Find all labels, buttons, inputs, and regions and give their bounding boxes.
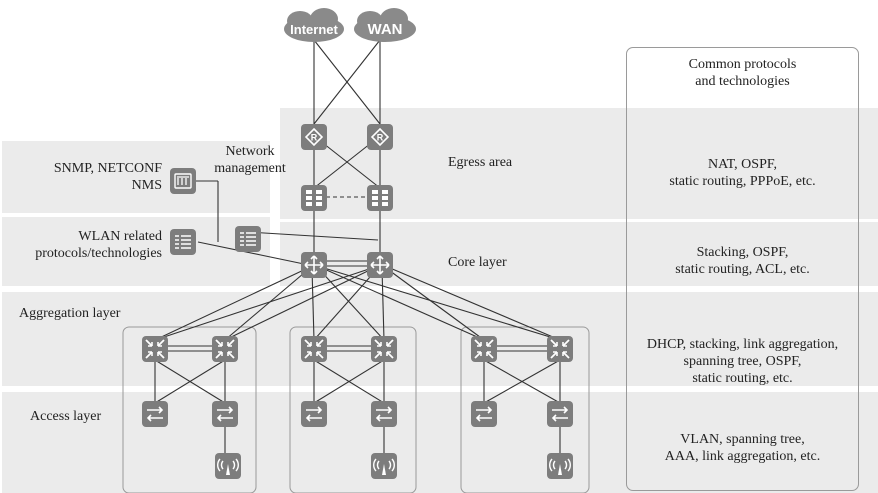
access-switch-icon [211, 400, 239, 428]
firewall-icon [367, 185, 393, 211]
network-management-line1: Network [225, 144, 275, 159]
access-switch-icon [370, 400, 398, 428]
wlan-label-line1: WLAN related [78, 229, 162, 244]
wlan-ac-icon [234, 225, 262, 253]
core-protocols-line1: Stacking, OSPF, [696, 245, 789, 260]
access-switch-icon [141, 400, 169, 428]
site-group-3 [460, 326, 590, 493]
site-group-2 [289, 326, 417, 493]
core-layer-label: Core layer [448, 255, 507, 270]
access-protocols-line1: VLAN, spanning tree, [680, 432, 805, 447]
access-switch-icon [546, 400, 574, 428]
aggregation-switch-icon [470, 335, 498, 363]
egress-protocols-line2: static routing, PPPoE, etc. [669, 174, 816, 189]
core-protocols-line2: static routing, ACL, etc. [675, 262, 810, 277]
access-switch-icon [470, 400, 498, 428]
core-switch-icon [300, 251, 328, 279]
router-icon [300, 123, 328, 151]
internet-label: Internet [290, 22, 338, 37]
aggregation-switch-icon [141, 335, 169, 363]
access-layer-label: Access layer [30, 409, 102, 424]
core-switch-icon [366, 251, 394, 279]
access-switch-icon [300, 400, 328, 428]
wlan-label-line2: protocols/technologies [35, 246, 162, 261]
protocols-header-line2: and technologies [695, 74, 790, 89]
aggregation-switch-icon [211, 335, 239, 363]
egress-protocols-line1: NAT, OSPF, [707, 157, 778, 172]
aggregation-switch-icon [370, 335, 398, 363]
aggregation-layer-label: Aggregation layer [19, 306, 121, 321]
router-icon [366, 123, 394, 151]
wireless-ap-icon [214, 452, 242, 480]
wan-cloud [354, 8, 416, 42]
internet-cloud [284, 8, 344, 42]
protocols-header-line1: Common protocols [688, 57, 797, 72]
aggregation-switch-icon [546, 335, 574, 363]
stack-links [168, 196, 547, 352]
agg-protocols-line3: static routing, etc. [692, 371, 793, 386]
wan-label: WAN [367, 21, 403, 38]
nms-band [2, 141, 270, 213]
agg-protocols-line1: DHCP, stacking, link aggregation, [646, 337, 839, 352]
snmp-label-line2: NMS [131, 178, 162, 193]
agg-protocols-line2: spanning tree, OSPF, [683, 354, 802, 369]
nms-server-icon [169, 167, 197, 195]
links [154, 39, 561, 454]
wireless-ap-icon [546, 452, 574, 480]
site-group-1 [122, 326, 257, 493]
egress-area-label: Egress area [448, 155, 513, 170]
protocols-panel [626, 47, 859, 491]
aggregation-switch-icon [300, 335, 328, 363]
access-protocols-line2: AAA, link aggregation, etc. [664, 449, 821, 464]
firewall-icon [301, 185, 327, 211]
snmp-label-line1: SNMP, NETCONF [53, 161, 162, 176]
wlan-ac-icon [169, 228, 197, 256]
wlan-band [2, 217, 270, 286]
network-management-line2: management [214, 161, 286, 176]
wireless-ap-icon [370, 452, 398, 480]
